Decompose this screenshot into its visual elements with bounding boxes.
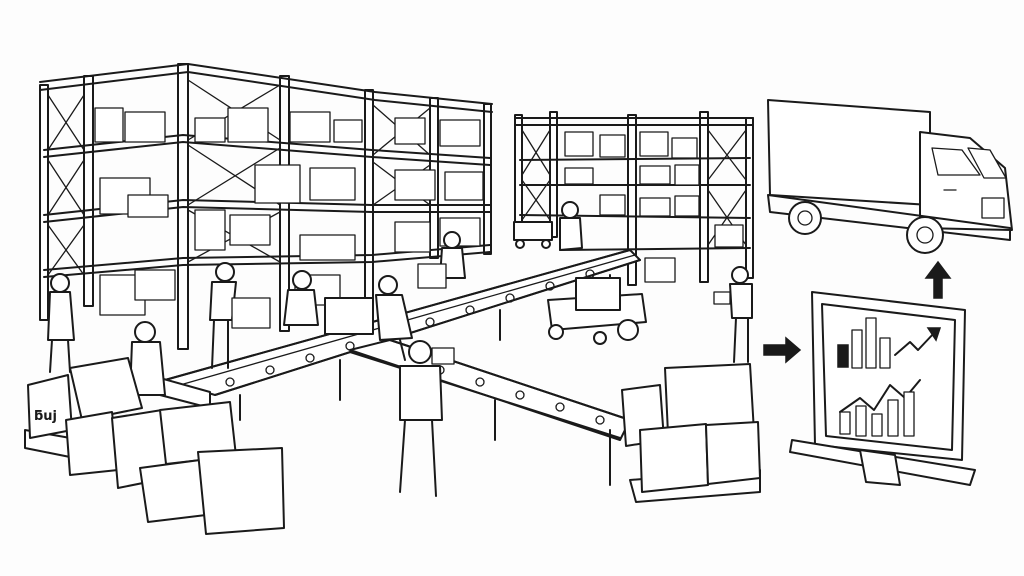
worker-icon bbox=[559, 201, 583, 251]
box-icon bbox=[324, 297, 374, 335]
worker-icon bbox=[417, 231, 466, 289]
right-warehouse-rack bbox=[514, 111, 754, 286]
delivery-truck-icon bbox=[767, 99, 1013, 254]
worker-icon bbox=[399, 340, 455, 497]
lower-conveyor-belt bbox=[349, 339, 631, 486]
cart-icon bbox=[547, 277, 647, 345]
monitor-icon bbox=[789, 291, 976, 486]
bar-chart-icon bbox=[839, 379, 921, 437]
left-box-pile: ƃuj bbox=[24, 357, 285, 535]
worker-icon bbox=[47, 273, 75, 373]
arrow-icon bbox=[763, 336, 802, 364]
worker-figures bbox=[47, 201, 753, 497]
worker-icon bbox=[375, 275, 413, 361]
worker-icon bbox=[209, 262, 271, 369]
worker-icon bbox=[283, 270, 319, 326]
worker-icon bbox=[129, 321, 166, 396]
trend-line-icon bbox=[894, 327, 942, 356]
arrow-up-icon bbox=[924, 260, 952, 299]
right-box-pile bbox=[621, 363, 761, 503]
box-marking: ƃuj bbox=[34, 409, 57, 424]
small-cart-icon bbox=[513, 221, 553, 249]
bar-chart-icon bbox=[837, 317, 891, 369]
worker-icon bbox=[713, 266, 753, 363]
left-warehouse-rack bbox=[39, 63, 493, 350]
